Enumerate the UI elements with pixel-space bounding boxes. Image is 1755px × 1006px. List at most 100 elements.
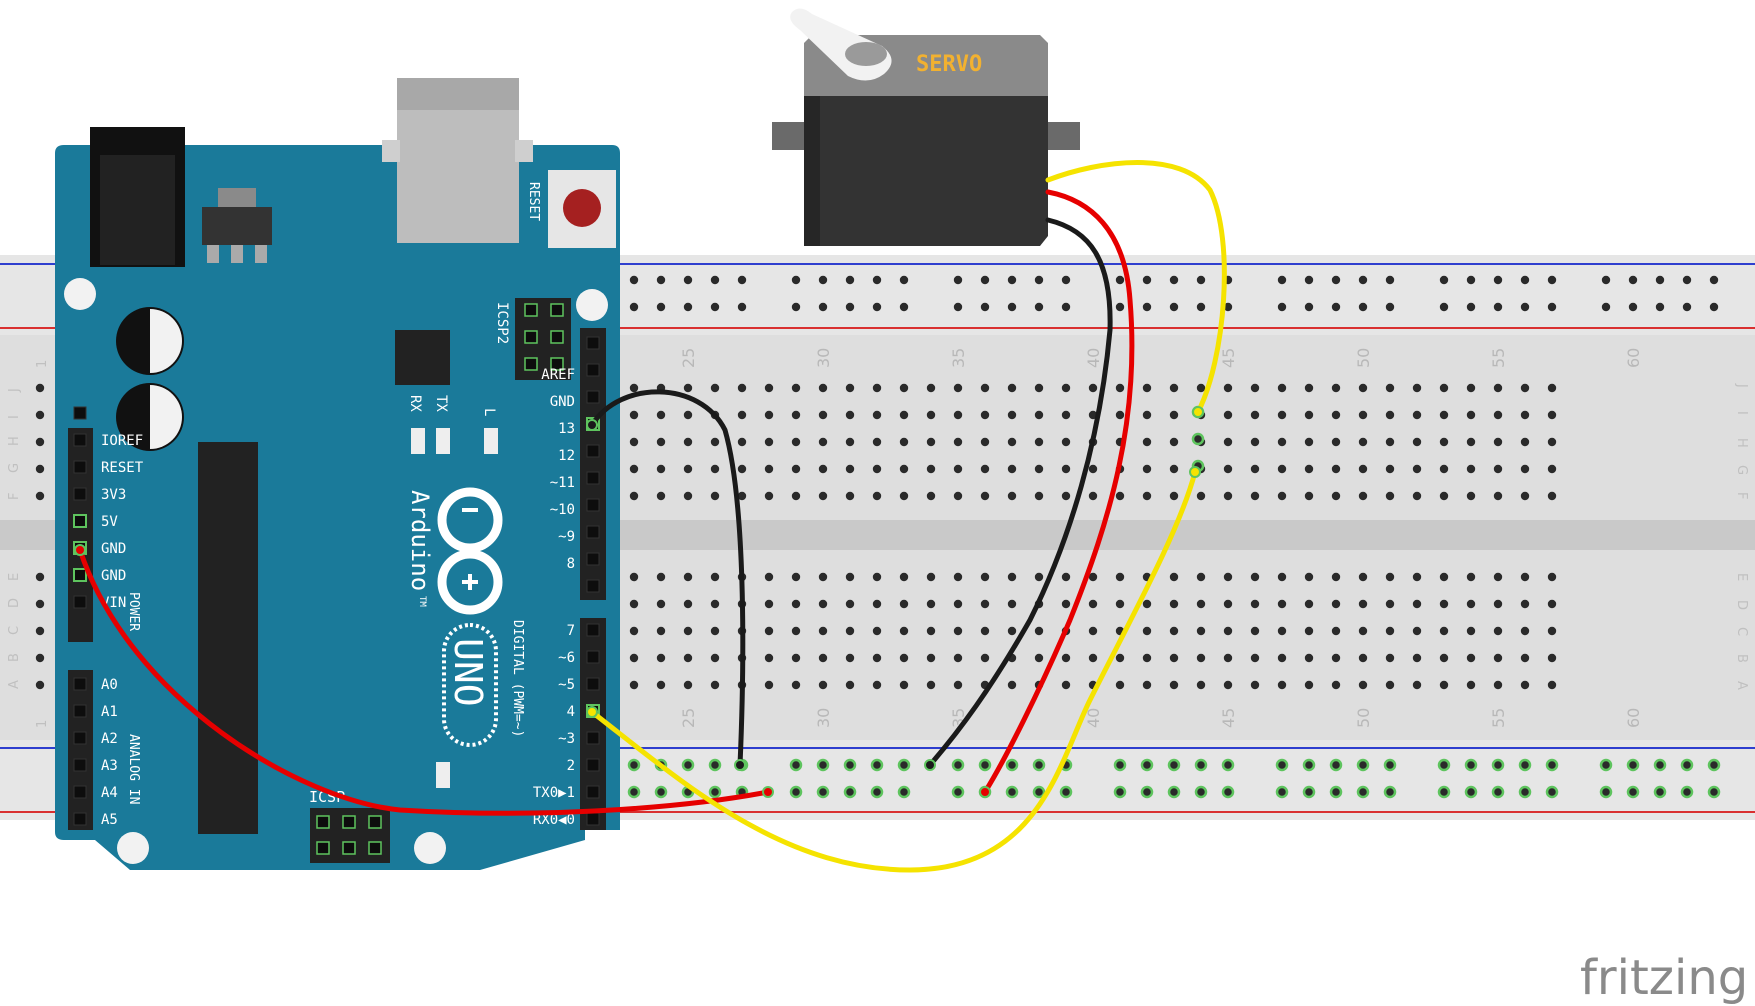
digital-pin-label: ~3 bbox=[558, 731, 575, 747]
breadboard-hole bbox=[35, 491, 45, 501]
breadboard-hole bbox=[1304, 464, 1314, 474]
header-pin[interactable] bbox=[586, 785, 600, 799]
rail-hole-active bbox=[978, 758, 992, 772]
rail-hole-active bbox=[951, 785, 965, 799]
wires bbox=[74, 160, 1227, 873]
header-pin[interactable] bbox=[586, 579, 600, 593]
rail-hole bbox=[1007, 275, 1017, 285]
rail-hole bbox=[818, 302, 828, 312]
breadboard-hole bbox=[1547, 410, 1557, 420]
header-pin[interactable] bbox=[73, 677, 87, 691]
header-pin[interactable] bbox=[73, 514, 87, 528]
rail-hole bbox=[791, 302, 801, 312]
header-pin[interactable] bbox=[586, 336, 600, 350]
icsp-pin[interactable] bbox=[316, 841, 330, 855]
header-pin[interactable] bbox=[586, 471, 600, 485]
header-pin[interactable] bbox=[586, 677, 600, 691]
icsp-pin[interactable] bbox=[316, 815, 330, 829]
header-pin[interactable] bbox=[73, 704, 87, 718]
header-pin[interactable] bbox=[586, 363, 600, 377]
header-pin[interactable] bbox=[586, 444, 600, 458]
breadboard-hole bbox=[737, 383, 747, 393]
header-pin[interactable] bbox=[586, 623, 600, 637]
breadboard-hole bbox=[1439, 572, 1449, 582]
header-pin[interactable] bbox=[586, 758, 600, 772]
breadboard-hole bbox=[1520, 464, 1530, 474]
rail-hole-active bbox=[1491, 785, 1505, 799]
row-letter-right: I bbox=[1734, 411, 1749, 415]
header-pin[interactable] bbox=[586, 552, 600, 566]
header-pin[interactable] bbox=[73, 568, 87, 582]
rail-hole bbox=[1223, 302, 1233, 312]
icsp-pin[interactable] bbox=[342, 815, 356, 829]
rail-hole-active bbox=[1005, 758, 1019, 772]
breadboard-hole bbox=[980, 491, 990, 501]
header-pin[interactable] bbox=[73, 785, 87, 799]
header-pin[interactable] bbox=[73, 812, 87, 826]
rail-hole bbox=[980, 302, 990, 312]
atmega-chip bbox=[198, 442, 258, 834]
rail-hole bbox=[1655, 302, 1665, 312]
power-pin-label: RESET bbox=[101, 460, 144, 476]
breadboard-hole bbox=[1547, 626, 1557, 636]
icsp2-pin[interactable] bbox=[550, 303, 564, 317]
icsp-pin[interactable] bbox=[342, 841, 356, 855]
breadboard-hole bbox=[1223, 599, 1233, 609]
header-pin[interactable] bbox=[586, 525, 600, 539]
header-pin[interactable] bbox=[73, 433, 87, 447]
row-letter-left: F bbox=[7, 493, 22, 500]
header-pin[interactable] bbox=[586, 498, 600, 512]
breadboard-hole bbox=[899, 410, 909, 420]
regulator-leg bbox=[231, 245, 243, 263]
header-pin[interactable] bbox=[73, 595, 87, 609]
icsp2-pin[interactable] bbox=[524, 357, 538, 371]
header-pin[interactable] bbox=[73, 487, 87, 501]
breadboard-hole bbox=[791, 653, 801, 663]
breadboard-hole bbox=[1277, 680, 1287, 690]
digital-pin-label: TX0▶1 bbox=[533, 785, 575, 801]
power-pin-label: GND bbox=[101, 568, 126, 584]
breadboard-hole bbox=[656, 410, 666, 420]
header-pin[interactable] bbox=[73, 758, 87, 772]
header-pin[interactable] bbox=[586, 731, 600, 745]
breadboard-hole bbox=[629, 464, 639, 474]
icsp2-pin[interactable] bbox=[550, 357, 564, 371]
breadboard-hole bbox=[926, 410, 936, 420]
breadboard-hole bbox=[953, 464, 963, 474]
breadboard-hole bbox=[1115, 572, 1125, 582]
rail-hole-active bbox=[1356, 785, 1370, 799]
rail-hole bbox=[1358, 275, 1368, 285]
icsp-pin[interactable] bbox=[368, 841, 382, 855]
breadboard-hole bbox=[899, 437, 909, 447]
breadboard-hole bbox=[1520, 626, 1530, 636]
breadboard-hole bbox=[1088, 626, 1098, 636]
header-pin[interactable] bbox=[586, 650, 600, 664]
icsp2-pin[interactable] bbox=[524, 303, 538, 317]
icsp2-pin[interactable] bbox=[550, 330, 564, 344]
icsp2-pin[interactable] bbox=[524, 330, 538, 344]
breadboard-hole bbox=[845, 383, 855, 393]
breadboard-hole bbox=[1466, 653, 1476, 663]
header-pin[interactable] bbox=[586, 812, 600, 826]
breadboard-hole bbox=[1304, 599, 1314, 609]
digital-pin-label: ~5 bbox=[558, 677, 575, 693]
rail-hole bbox=[818, 275, 828, 285]
header-pin[interactable] bbox=[73, 406, 87, 420]
breadboard-hole bbox=[899, 491, 909, 501]
icsp-pin[interactable] bbox=[368, 815, 382, 829]
breadboard-hole bbox=[845, 599, 855, 609]
breadboard-hole bbox=[710, 383, 720, 393]
breadboard-hole bbox=[1277, 410, 1287, 420]
header-pin[interactable] bbox=[73, 460, 87, 474]
reset-button[interactable] bbox=[563, 189, 601, 227]
breadboard-hole bbox=[1007, 626, 1017, 636]
header-pin[interactable] bbox=[586, 390, 600, 404]
breadboard-hole bbox=[1277, 599, 1287, 609]
breadboard-hole bbox=[1466, 491, 1476, 501]
breadboard-hole bbox=[1115, 383, 1125, 393]
column-number-top: 55 bbox=[1489, 348, 1508, 368]
rail-hole-active bbox=[654, 785, 668, 799]
header-pin[interactable] bbox=[73, 731, 87, 745]
breadboard-hole bbox=[1520, 383, 1530, 393]
rail-hole bbox=[629, 302, 639, 312]
